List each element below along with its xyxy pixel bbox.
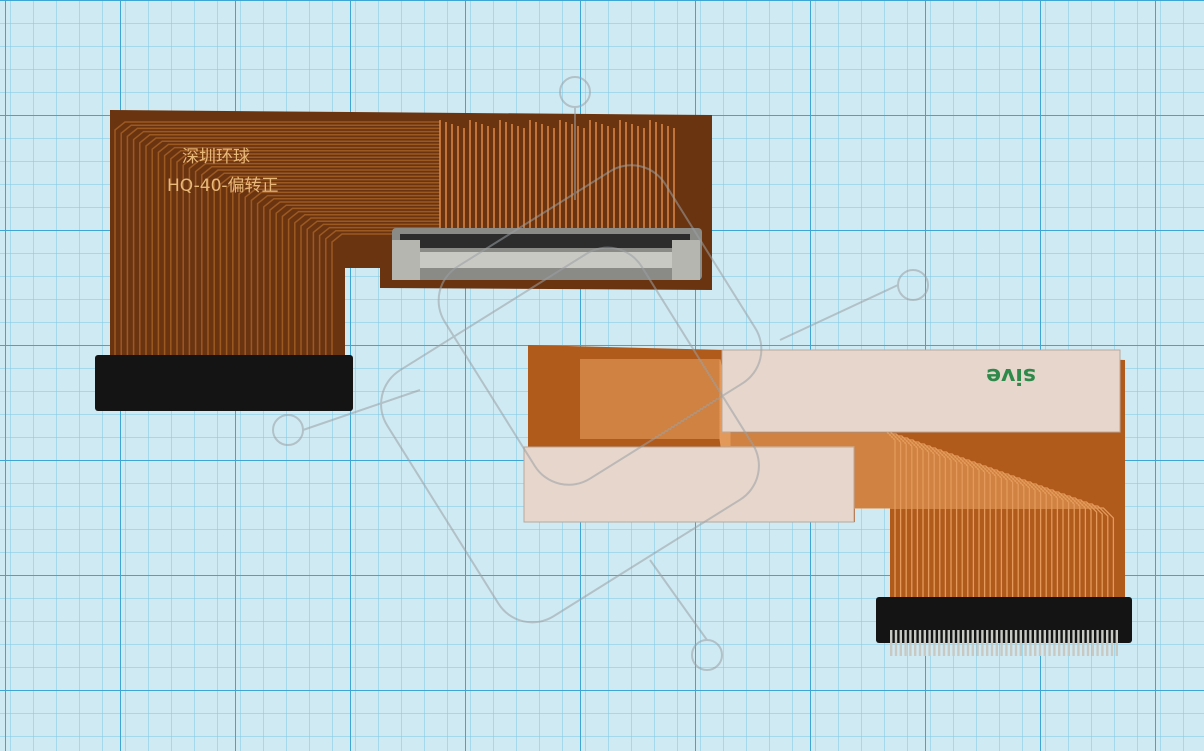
left-black-connector xyxy=(95,355,353,411)
silkscreen-line-1: 深圳环球 xyxy=(182,147,250,167)
right-cable-traces xyxy=(580,359,1115,600)
adhesive-backing-top xyxy=(721,349,1121,433)
watermark xyxy=(272,76,929,671)
adhesive-text: sive xyxy=(986,363,1036,388)
left-cable: 深圳环球 HQ-40-偏转正 xyxy=(95,110,712,411)
left-cable-traces xyxy=(114,120,675,355)
silkscreen-line-2: HQ-40-偏转正 xyxy=(167,176,279,196)
right-connector-pins xyxy=(890,630,1118,656)
right-cable: sive xyxy=(523,345,1132,656)
